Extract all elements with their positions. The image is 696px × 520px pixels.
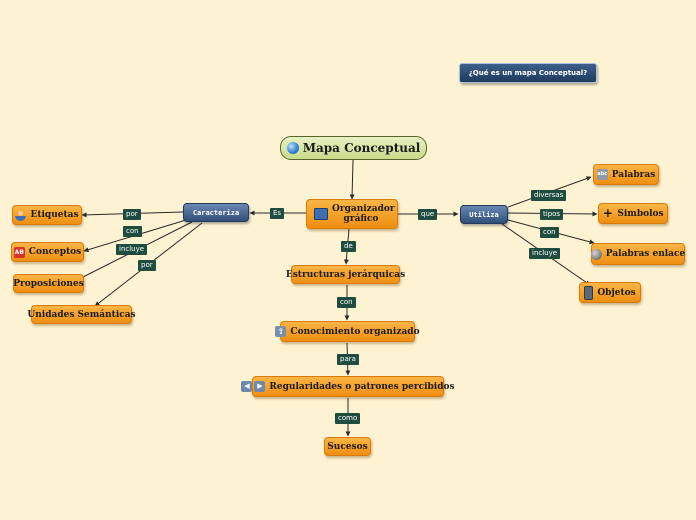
estructuras-jerarquicas-node[interactable]: Estructuras jerárquicas [286, 265, 405, 284]
link-label-por-2: por [138, 260, 156, 271]
link-label-como: como [335, 413, 361, 424]
link-label-de: de [341, 241, 356, 252]
sucesos-node[interactable]: Sucesos [324, 437, 371, 456]
arrow-left-icon: ◀ [241, 381, 253, 392]
abc-block-icon: abc [596, 169, 608, 180]
link-label-incluye-left: incluye [116, 244, 148, 255]
etiquetas-node[interactable]: Etiquetas [12, 205, 82, 225]
person-icon [15, 209, 27, 221]
abc-icon: AB [13, 246, 25, 258]
palabras-enlace-node[interactable]: Palabras enlace [590, 243, 685, 265]
link-label-por-1: por [123, 209, 141, 220]
link-label-diversas: diversas [531, 190, 567, 201]
link-label-con-right: con [540, 227, 559, 238]
link-label-con-chain: con [337, 297, 356, 308]
upload-icon: ⇧ [275, 326, 287, 337]
que-es-mapa-button[interactable]: ¿Qué es un mapa Conceptual? [459, 63, 597, 83]
utiliza-node[interactable]: Utiliza [460, 205, 508, 224]
organizador-grafico-node[interactable]: Organizador gráfico [306, 199, 398, 229]
link-label-con-left: con [123, 226, 142, 237]
objetos-node[interactable]: Objetos [579, 282, 641, 303]
link-label-que: que [418, 209, 438, 220]
link-label-para: para [337, 354, 359, 365]
caracteriza-node[interactable]: Caracteriza [183, 203, 249, 222]
regularidades-node[interactable]: ◀ ▶ Regularidades o patrones percibidos [241, 376, 455, 397]
link-label-incluye-right: incluye [529, 248, 561, 259]
phone-icon [584, 285, 594, 300]
conocimiento-organizado-node[interactable]: ⇧ Conocimiento organizado [275, 321, 420, 342]
arrow-right-icon: ▶ [254, 381, 266, 392]
globe-icon [286, 142, 299, 154]
simbolos-node[interactable]: + Simbolos [598, 203, 668, 224]
link-label-tipos: tipos [540, 209, 564, 220]
proposiciones-node[interactable]: Proposiciones [13, 274, 84, 293]
conceptos-node[interactable]: AB Conceptos [11, 242, 84, 262]
unidades-semanticas-node[interactable]: Unidades Semánticas [27, 305, 136, 324]
plus-icon: + [602, 206, 613, 220]
central-topic-node[interactable]: Mapa Conceptual [280, 136, 427, 160]
link-label-es: Es [270, 208, 285, 219]
monitor-icon [314, 208, 328, 220]
palabras-node[interactable]: abc Palabras [593, 164, 659, 185]
globe-small-icon [590, 248, 602, 260]
